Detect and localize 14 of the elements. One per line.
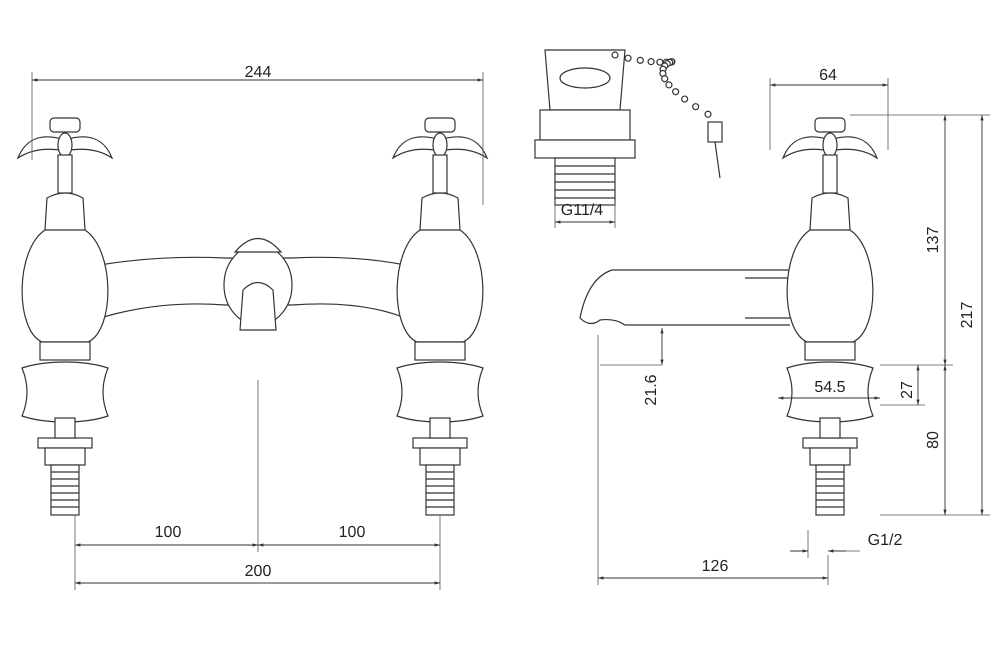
dimension-label: G11/4 [560,203,604,219]
dimension-label: 217 [960,302,976,328]
dimension-label: 100 [338,525,366,541]
dimension-label: 137 [926,226,942,254]
dimension-label: 100 [154,525,182,541]
dimension-label: 21.6 [644,374,660,406]
dimension-label: 64 [819,68,837,84]
dimension-label: 244 [244,65,272,81]
dimension-label: 126 [702,559,728,575]
dimension-label: 200 [244,564,272,580]
dimension-label: 54.5 [814,380,846,396]
dimension-label: 80 [926,431,942,449]
dimension-label: 27 [900,381,916,399]
dimension-label: G1/2 [868,533,902,549]
